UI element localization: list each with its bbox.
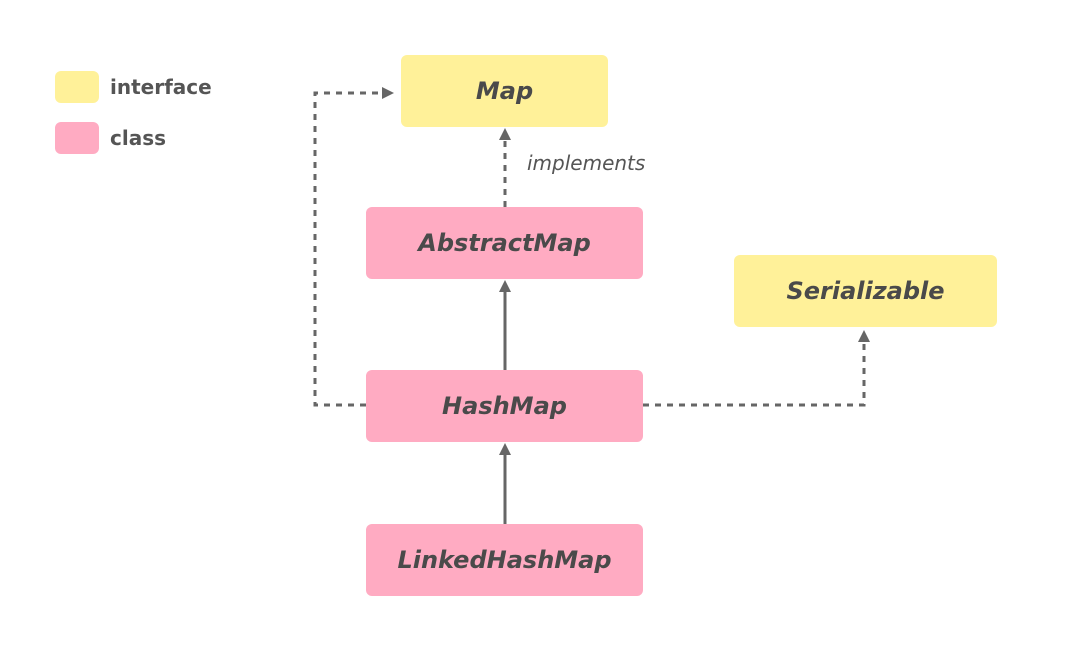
legend-interface-swatch: [55, 71, 99, 103]
legend-class-label: class: [110, 126, 167, 150]
node-serializable: Serializable: [734, 255, 997, 327]
node-map: Map: [401, 55, 608, 127]
node-linkedhashmap: LinkedHashMap: [366, 524, 643, 596]
legend-interface-label: interface: [110, 75, 212, 99]
edge-hashmap-to-map: [313, 87, 394, 407]
edge-hashmap-to-serializable: [643, 330, 870, 407]
legend-class-swatch: [55, 122, 99, 154]
node-hashmap: HashMap: [366, 370, 643, 442]
node-abstractmap: AbstractMap: [366, 207, 643, 279]
edge-label-implements: implements: [527, 151, 646, 175]
